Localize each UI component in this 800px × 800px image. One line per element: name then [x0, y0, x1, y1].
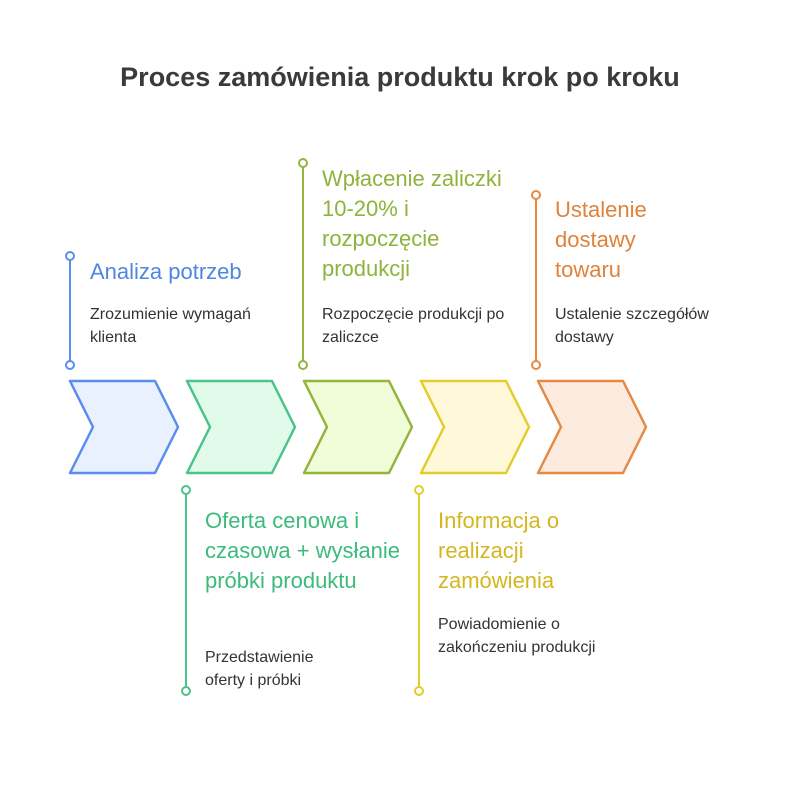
connector-dot: [531, 360, 541, 370]
connector-line: [418, 490, 420, 690]
step-description: Przedstawienie oferty i próbki: [205, 649, 314, 689]
step-description: Rozpoczęcie produkcji po zaliczce: [322, 306, 505, 346]
connector-dot: [414, 485, 424, 495]
connector-dot: [298, 158, 308, 168]
connector-dot: [531, 190, 541, 200]
connector-dot: [181, 485, 191, 495]
chevron-step-1: [68, 379, 180, 475]
connector-dot: [65, 360, 75, 370]
chevron-step-3: [302, 379, 414, 475]
chevron-step-2: [185, 379, 297, 475]
step-title: Informacja o realizacji zamówienia: [438, 508, 560, 593]
step-title: Oferta cenowa i czasowa + wysłanie próbk…: [205, 508, 401, 593]
chevron-step-4: [419, 379, 531, 475]
connector-line: [185, 490, 187, 690]
step-title: Ustalenie dostawy towaru: [555, 197, 647, 282]
connector-dot: [181, 686, 191, 696]
connector-line: [69, 256, 71, 364]
step-description: Powiadomienie o zakończeniu produkcji: [438, 616, 596, 656]
chevron-step-5: [536, 379, 648, 475]
connector-dot: [414, 686, 424, 696]
connector-line: [535, 195, 537, 364]
step-description: Zrozumienie wymagań klienta: [90, 306, 251, 346]
step-title: Wpłacenie zaliczki 10-20% i rozpoczęcie …: [322, 166, 502, 281]
page-title: Proces zamówienia produktu krok po kroku: [120, 62, 680, 92]
step-description: Ustalenie szczegółów dostawy: [555, 306, 709, 346]
connector-dot: [298, 360, 308, 370]
connector-dot: [65, 251, 75, 261]
connector-line: [302, 163, 304, 364]
step-title: Analiza potrzeb: [90, 259, 242, 284]
